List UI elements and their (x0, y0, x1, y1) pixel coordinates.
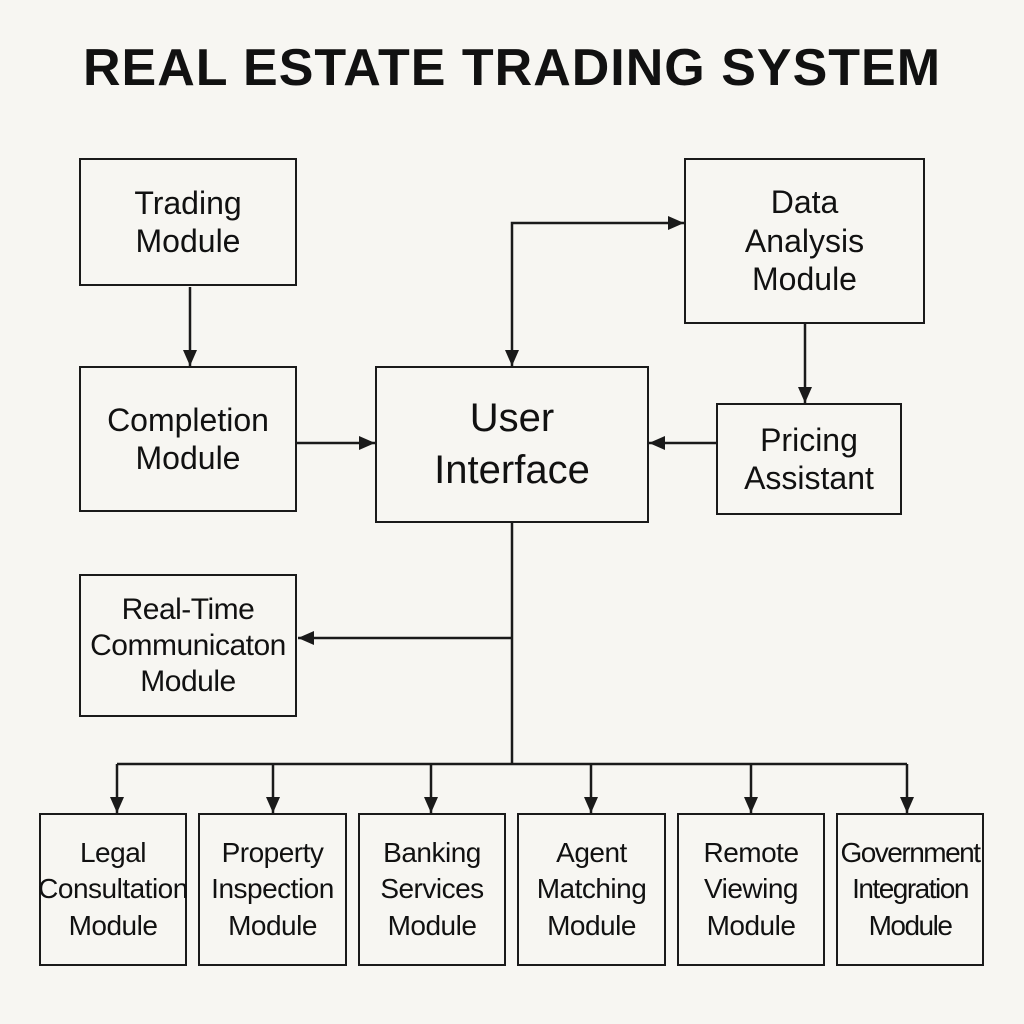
node-pricing-assistant: Pricing Assistant (716, 403, 902, 515)
node-property-inspection-module: Property Inspection Module (198, 813, 347, 966)
node-legal-consultation-module: Legal Consultation Module (38, 813, 188, 966)
diagram-title: REAL ESTATE TRADING SYSTEM (82, 39, 942, 97)
edge-user-interface-data-analysis (505, 216, 684, 366)
node-government-integration-module: Government Integration Module (836, 813, 984, 966)
node-data-analysis-module: Data Analysis Module (684, 158, 925, 324)
node-realtime-communication-module: Real-Time Communicaton Module (79, 574, 297, 717)
node-remote-viewing-module: Remote Viewing Module (677, 813, 825, 966)
node-user-interface: User Interface (375, 366, 649, 523)
node-agent-matching-module: Agent Matching Module (517, 813, 666, 966)
node-completion-module: Completion Module (79, 366, 297, 512)
node-trading-module: Trading Module (79, 158, 297, 286)
node-banking-services-module: Banking Services Module (358, 813, 506, 966)
